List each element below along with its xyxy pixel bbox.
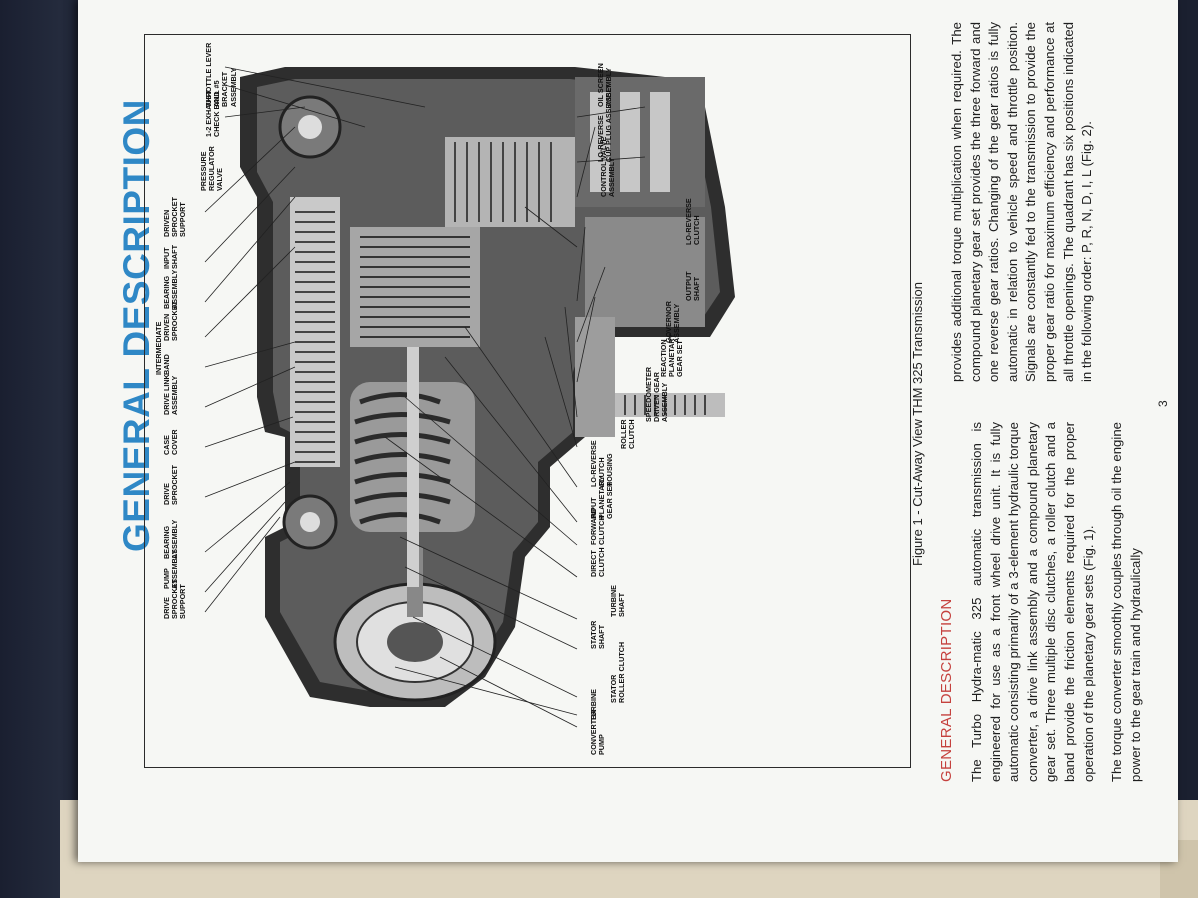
text-column-right: provides additional torque multiplicatio…	[948, 22, 1107, 382]
section-heading: GENERAL DESCRIPTION	[938, 598, 955, 782]
label-output-shaft: OUTPUT SHAFT	[684, 271, 702, 301]
clutch-packs	[350, 137, 575, 347]
label-turbine: TURBINE	[589, 689, 598, 721]
label-oil-screen: OIL SCREEN ASSEMBLY	[596, 63, 614, 107]
paragraph-2: The torque converter smoothly couples th…	[1109, 422, 1143, 782]
figure-frame: CONVERTER PUMP TURBINE STATOR ROLLER CLU…	[144, 34, 911, 768]
label-lo-reverse-housing: LO-REVERSE CLUTCH HOUSING	[589, 440, 615, 487]
text-column-left: The Turbo Hydra-matic 325 automatic tran…	[968, 422, 1155, 782]
label-stator-roller-clutch: STATOR ROLLER CLUTCH	[609, 641, 627, 703]
label-governor: GOVERNOR ASSEMBLY	[664, 301, 682, 343]
rotated-content: GENERAL DESCRIPTION	[78, 0, 1178, 862]
sprockets	[278, 95, 342, 550]
label-input-shaft: INPUT SHAFT	[162, 245, 180, 269]
label-turbine-shaft: TURBINE SHAFT	[609, 585, 627, 617]
valve-body	[575, 77, 705, 327]
figure-caption: Figure 1 - Cut-Away View THM 325 Transmi…	[910, 282, 925, 566]
label-driven-sprocket-support: DRIVEN SPROCKET SUPPORT	[162, 197, 188, 237]
transmission-cutaway-diagram	[204, 66, 735, 728]
output-shaft	[575, 317, 725, 437]
label-throttle-lever: THROTTLE LEVER AND BRACKET ASSEMBLY	[204, 42, 238, 107]
paragraph-3: provides additional torque multiplicatio…	[949, 22, 1095, 382]
document-page: GENERAL DESCRIPTION	[78, 0, 1178, 862]
label-bearing-assembly-2: BEARING ASSEMBLY	[162, 269, 180, 309]
page-number: 3	[1156, 400, 1170, 407]
label-roller-clutch: ROLLER CLUTCH	[619, 419, 637, 449]
label-stator-shaft: STATOR SHAFT	[589, 620, 607, 649]
label-direct-clutch: DIRECT CLUTCH	[589, 547, 607, 577]
label-lo-reverse-clutch: LO-REVERSE CLUTCH	[684, 198, 702, 245]
label-bearing-assembly-1: BEARING ASSEMBLY	[162, 519, 180, 559]
label-case-cover: CASE COVER	[162, 429, 180, 455]
label-drive-sprocket: DRIVE SPROCKET	[162, 465, 180, 505]
drive-link-section	[290, 197, 340, 467]
leader-lines	[204, 66, 646, 728]
label-pressure-regulator: PRESSURE REGULATOR VALVE	[199, 146, 225, 191]
label-drive-link: DRIVE LINK ASSEMBLY	[162, 374, 180, 415]
paragraph-1: The Turbo Hydra-matic 325 automatic tran…	[969, 422, 1096, 782]
